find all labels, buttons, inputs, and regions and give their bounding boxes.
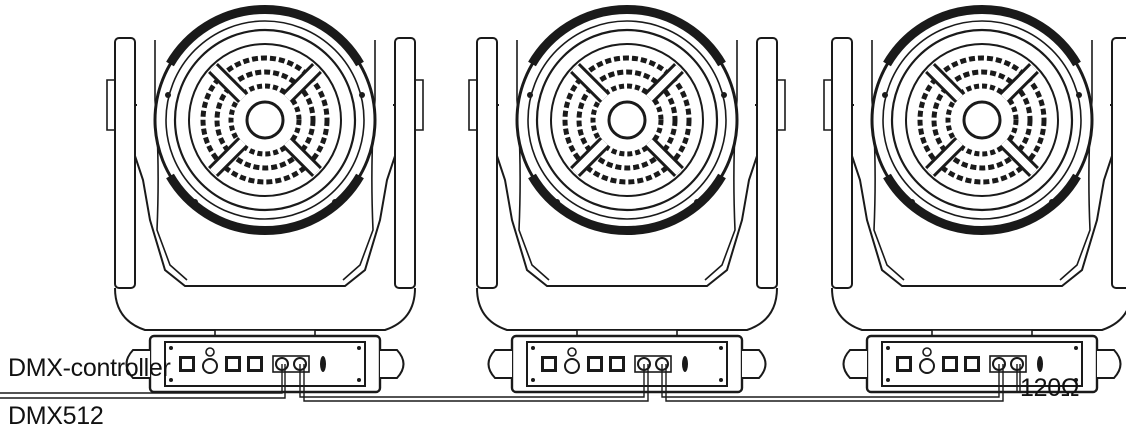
dmx-controller-label: DMX-controller [8,354,171,382]
terminator-resistor-label: 120Ω [1020,374,1080,402]
moving-head-fixture-2 [469,9,785,392]
cable-fixture-1-to-fixture-2 [299,364,645,398]
cable-fixture-2-to-fixture-3 [661,364,1000,398]
moving-head-fixture-1 [107,9,423,392]
moving-head-fixture-3 [824,9,1126,392]
dmx512-label: DMX512 [8,402,104,430]
dmx-cable [0,364,1021,402]
cable-controller-to-fixture-1 [0,364,283,394]
